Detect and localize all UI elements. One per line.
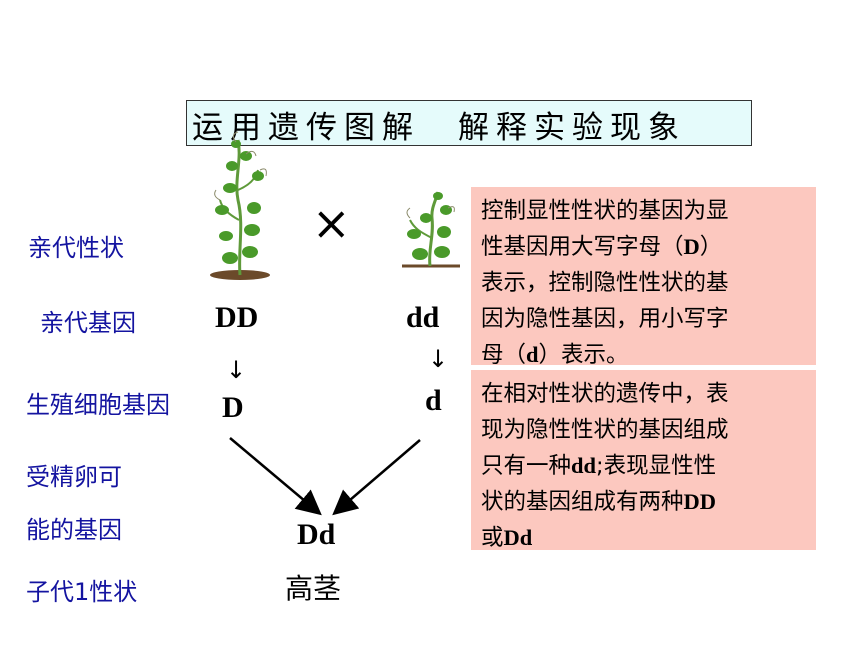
label-gamete-gene: 生殖细胞基因 [26,391,170,419]
arrow-left-to-offspring [229,437,322,516]
arrow-down-left: ↓ [226,356,247,384]
info-top-line4: 因为隐性基因，用小写字 [481,306,729,332]
cross-symbol: × [312,196,351,250]
info-bottom-line1: 在相对性状的遗传中，表 [481,381,729,407]
title-box [186,100,752,146]
gene-gamete-right: d [425,384,442,417]
gene-offspring: Dd [297,518,336,551]
label-parent-gene: 亲代基因 [40,309,136,337]
info-bottom-line2: 现为隐性性状的基因组成 [481,417,729,443]
label-offspring-trait: 子代1性状 [26,578,138,606]
page-title: 运用遗传图解 解释实验现象 [192,110,686,146]
gene-parent-right: dd [406,301,440,334]
tall-plant-image [210,131,270,280]
info-top-line5: 母（d）表示。 [481,342,629,368]
arrow-right-to-offspring [332,439,421,516]
gene-parent-left: DD [215,301,259,334]
info-top-line3: 表示，控制隐性性状的基 [481,270,729,296]
info-bottom-line4: 状的基因组成有两种DD [481,489,717,515]
info-bottom-line3: 只有一种dd;表现显性性 [481,453,717,479]
info-box-genotype: 在相对性状的遗传中，表 现为隐性性状的基因组成 只有一种dd;表现显性性 状的基… [471,370,816,551]
label-fertilized-line2: 能的基因 [26,516,122,544]
label-parent-trait: 亲代性状 [28,234,124,262]
label-fertilized-line1: 受精卵可 [26,463,122,491]
info-bottom-line5: 或Dd [481,525,533,551]
offspring-trait-value: 高茎 [285,572,342,605]
gene-gamete-left: D [222,391,244,424]
info-top-line2: 性基因用大写字母（D） [481,234,723,260]
info-box-dominant-recessive: 控制显性性状的基因为显 性基因用大写字母（D） 表示，控制隐性性状的基 因为隐性… [471,187,816,368]
info-top-line1: 控制显性性状的基因为显 [481,198,729,224]
short-plant-image [402,191,460,268]
arrow-down-right: ↓ [428,345,449,373]
